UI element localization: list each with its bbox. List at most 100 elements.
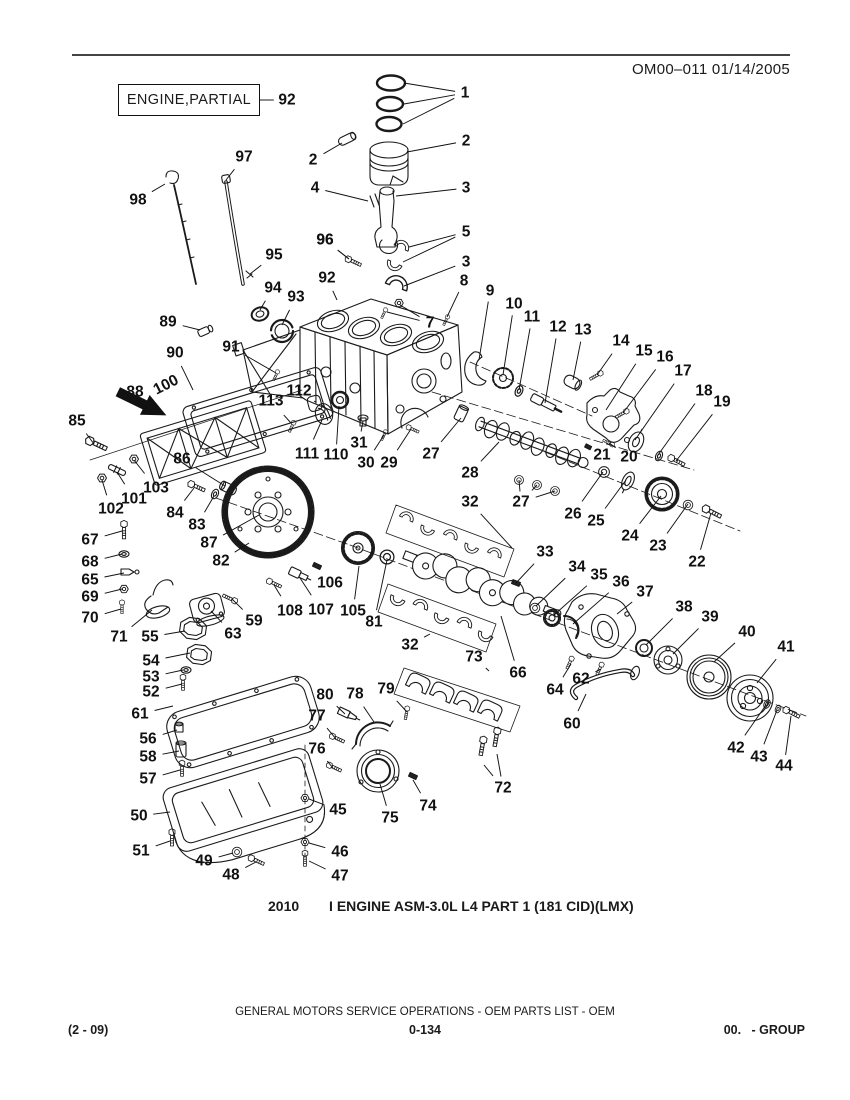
callout-28-32: 28 [461, 465, 479, 482]
leader-line-103 [133, 459, 145, 474]
leader-line-47 [308, 860, 326, 870]
callout-26-29: 26 [564, 506, 582, 523]
leader-line-71 [131, 609, 153, 628]
leader-line-94 [259, 300, 266, 311]
callout-10-13: 10 [505, 296, 522, 313]
leader-line-9 [478, 301, 489, 361]
bolt-22 [700, 503, 723, 521]
callout-7-10: 7 [426, 315, 435, 332]
callout-75-80: 75 [381, 810, 399, 827]
leader-line-58 [162, 750, 180, 755]
leader-line-107 [299, 577, 312, 596]
leader-line-7 [386, 311, 420, 321]
callout-32-37: 32 [401, 637, 418, 654]
piston [369, 141, 409, 186]
callout-100-103: 100 [151, 372, 182, 399]
callout-47-52: 47 [331, 868, 348, 885]
leader-line-80 [336, 705, 346, 715]
nut-103 [129, 454, 139, 464]
callout-110-111: 110 [323, 447, 348, 464]
leader-line-56 [162, 729, 178, 735]
callout-55-60: 55 [141, 629, 159, 646]
seal-94 [250, 306, 270, 322]
callout-87-92: 87 [200, 535, 217, 552]
bolt-77 [327, 732, 346, 745]
rear-seal-housing-75 [356, 749, 400, 793]
leader-line-62 [595, 668, 602, 673]
leader-line-19 [675, 414, 713, 462]
lower-main-bearings-32 [377, 583, 497, 653]
callout-85-90: 85 [68, 413, 86, 430]
callout-84-89: 84 [166, 505, 184, 522]
leader-line-64 [562, 663, 572, 678]
callout-64-69: 64 [546, 682, 564, 699]
callout-80-85: 80 [316, 687, 333, 704]
arrow-100 [115, 387, 167, 416]
leader-line-27 [440, 417, 462, 443]
footer-revision: (2 - 09) [68, 1023, 109, 1037]
callout-83-88: 83 [188, 517, 206, 534]
leader-line-90 [180, 365, 194, 391]
callout-32-36: 32 [461, 494, 478, 511]
leader-line-74 [412, 779, 422, 794]
callout-79-84: 79 [377, 681, 395, 698]
washer-11 [512, 383, 526, 399]
leader-line-53 [165, 669, 184, 675]
leader-line-33 [515, 563, 535, 584]
callout-2-2: 2 [462, 133, 471, 150]
callout-44-49: 44 [775, 758, 793, 775]
callout-72-77: 72 [494, 780, 511, 797]
leader-line-31 [360, 420, 364, 432]
callout-92-0: 92 [278, 92, 295, 109]
plug-13 [563, 374, 583, 391]
leader-line-72 [496, 753, 502, 777]
callout-65-70: 65 [81, 572, 99, 589]
callout-105-107: 105 [340, 603, 366, 620]
leader-line-92 [332, 290, 338, 301]
cap-bolt-72a [476, 735, 488, 757]
callout-53-58: 53 [142, 669, 160, 686]
callout-24-27: 24 [621, 528, 639, 545]
key-21 [584, 443, 593, 451]
leader-line-45 [308, 798, 324, 805]
callout-81-86: 81 [365, 614, 383, 631]
stud-79 [402, 705, 411, 721]
thermostat-plate-9 [464, 351, 487, 386]
leader-line-88 [144, 404, 153, 415]
footer-page-number: 0-134 [409, 1023, 441, 1037]
callout-38-43: 38 [675, 599, 693, 616]
gear-10 [492, 367, 514, 389]
gasket-55 [179, 616, 208, 641]
clip-95 [245, 270, 254, 279]
leader-line-29 [396, 428, 412, 451]
crankshaft [402, 550, 562, 618]
callout-97-101: 97 [235, 149, 252, 166]
figure-caption: 2010 I ENGINE ASM-3.0L L4 PART 1 (181 CI… [268, 898, 634, 914]
leader-line-86 [195, 467, 226, 487]
leader-line-63 [210, 610, 223, 623]
leader-line-34 [535, 577, 566, 607]
callout-33-38: 33 [536, 544, 554, 561]
leader-line-81 [376, 559, 388, 611]
callout-57-62: 57 [139, 771, 156, 788]
footer-service-line: GENERAL MOTORS SERVICE OPERATIONS - OEM … [235, 1006, 615, 1018]
front-seal-38 [635, 639, 653, 657]
leader-line-16 [622, 369, 657, 414]
callout-43-48: 43 [750, 749, 768, 766]
leader-line-15 [605, 363, 637, 411]
leader-line-3 [403, 265, 456, 287]
callout-93-97: 93 [287, 289, 305, 306]
upper-main-bearings-32 [385, 504, 515, 578]
callout-19-22: 19 [713, 394, 731, 411]
callout-8-11: 8 [460, 273, 469, 290]
leader-line-97 [225, 169, 235, 181]
figure-title: I ENGINE ASM-3.0L L4 PART 1 (181 CID)(LM… [329, 898, 634, 914]
bolt-64 [564, 654, 576, 671]
leader-line-79 [396, 700, 408, 713]
gasket-36 [563, 614, 580, 639]
callout-102-105: 102 [98, 501, 124, 518]
document-reference: OM00–011 01/14/2005 [631, 61, 790, 78]
callout-16-19: 16 [656, 349, 674, 366]
water-pump-15 [586, 387, 641, 444]
